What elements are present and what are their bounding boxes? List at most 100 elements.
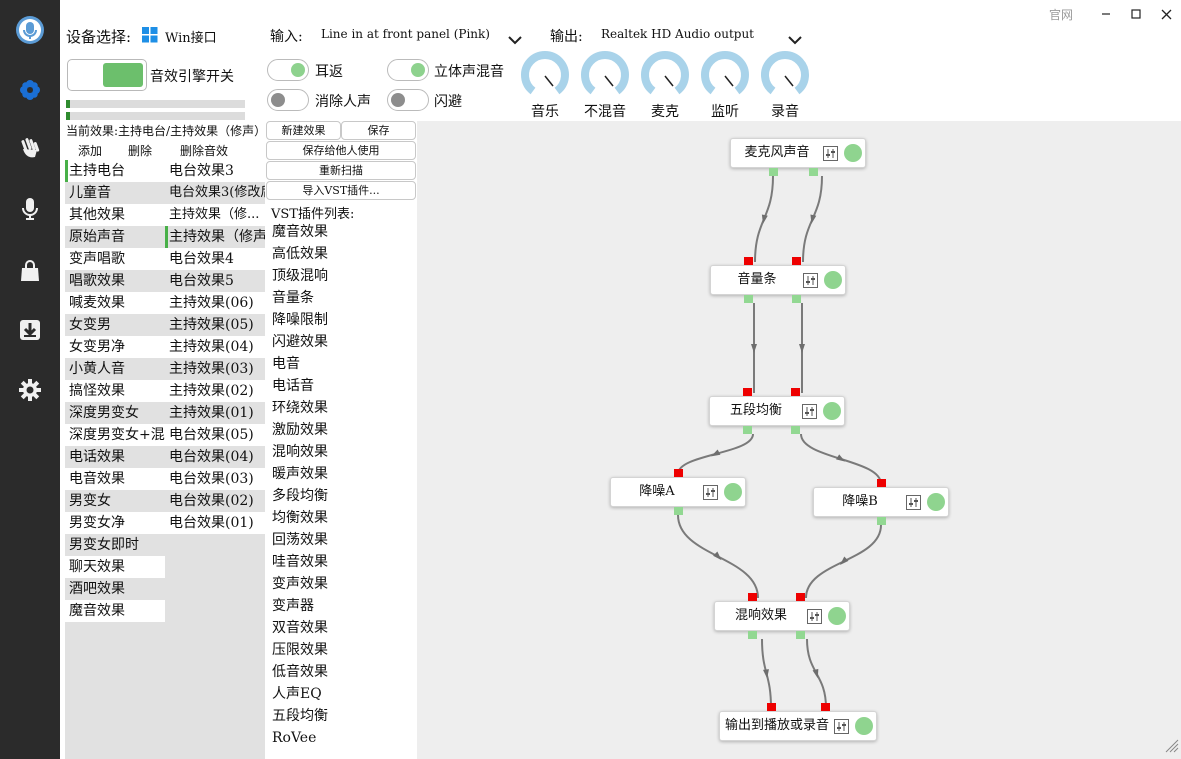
node-input-pin[interactable]: [767, 703, 776, 711]
knob-1[interactable]: [580, 50, 630, 100]
preset-item[interactable]: 电台效果(04): [165, 446, 265, 468]
category-item[interactable]: 女变男净: [65, 336, 165, 358]
node-settings-sliders-icon[interactable]: [906, 495, 921, 510]
node-enabled-indicator[interactable]: [855, 717, 873, 735]
category-item[interactable]: 男变女净: [65, 512, 165, 534]
node-output-pin[interactable]: [796, 631, 805, 639]
preset-item[interactable]: 电台效果(05): [165, 424, 265, 446]
vst-plugin-item[interactable]: 均衡效果: [272, 510, 328, 526]
vst-plugin-item[interactable]: 降噪限制: [272, 312, 328, 328]
preset-item[interactable]: 主持效果（修声）: [165, 226, 265, 248]
node-settings-sliders-icon[interactable]: [807, 609, 822, 624]
vocal-remove-toggle[interactable]: [267, 89, 309, 111]
node-settings-sliders-icon[interactable]: [802, 404, 817, 419]
category-item[interactable]: 小黄人音: [65, 358, 165, 380]
vst-plugin-item[interactable]: 闪避效果: [272, 334, 328, 350]
category-item[interactable]: 主持电台: [65, 160, 165, 182]
knob-0[interactable]: [520, 50, 570, 100]
node-input-pin[interactable]: [744, 257, 753, 265]
new-effect-button[interactable]: 新建效果: [266, 121, 341, 140]
sidebar-effects-flower-icon[interactable]: [0, 70, 60, 110]
node-input-pin[interactable]: [792, 257, 801, 265]
category-item[interactable]: 女变男: [65, 314, 165, 336]
category-item[interactable]: 唱歌效果: [65, 270, 165, 292]
input-device-select[interactable]: Line in at front panel (Pink): [321, 27, 490, 41]
engine-switch[interactable]: [67, 59, 147, 91]
category-item[interactable]: 魔音效果: [65, 600, 165, 622]
vst-plugin-item[interactable]: 低音效果: [272, 664, 328, 680]
category-item[interactable]: 原始声音: [65, 226, 165, 248]
output-device-select[interactable]: Realtek HD Audio output: [601, 27, 754, 41]
vst-plugin-item[interactable]: 顶级混响: [272, 268, 328, 284]
preset-item[interactable]: 电台效果5: [165, 270, 265, 292]
vst-plugin-item[interactable]: 高低效果: [272, 246, 328, 262]
sidebar-hand-icon[interactable]: [0, 128, 60, 168]
vst-plugin-item[interactable]: 多段均衡: [272, 488, 328, 504]
graph-node-denoise-a[interactable]: 降噪A: [610, 477, 746, 507]
sidebar-microphone-icon[interactable]: [0, 189, 60, 229]
preset-item[interactable]: 主持效果(02): [165, 380, 265, 402]
node-input-pin[interactable]: [674, 469, 683, 477]
graph-node-output[interactable]: 输出到播放或录音: [719, 711, 877, 741]
knob-4[interactable]: [760, 50, 810, 100]
input-chevron-down-icon[interactable]: [507, 30, 523, 49]
add-button[interactable]: 添加: [78, 144, 103, 158]
graph-node-mic[interactable]: 麦克风声音: [730, 138, 866, 168]
vst-plugin-item[interactable]: 混响效果: [272, 444, 328, 460]
knob-2[interactable]: [640, 50, 690, 100]
graph-node-denoise-b[interactable]: 降噪B: [813, 487, 949, 517]
node-output-pin[interactable]: [674, 507, 683, 515]
delete-button[interactable]: 删除: [128, 144, 153, 158]
rescan-button[interactable]: 重新扫描: [266, 161, 416, 180]
category-item[interactable]: 其他效果: [65, 204, 165, 226]
node-output-pin[interactable]: [743, 426, 752, 434]
vst-plugin-item[interactable]: 变声器: [272, 598, 314, 614]
node-input-pin[interactable]: [821, 703, 830, 711]
vst-plugin-item[interactable]: 环绕效果: [272, 400, 328, 416]
vst-plugin-item[interactable]: 变声效果: [272, 576, 328, 592]
node-settings-sliders-icon[interactable]: [703, 485, 718, 500]
category-item[interactable]: 搞怪效果: [65, 380, 165, 402]
preset-item[interactable]: 电台效果4: [165, 248, 265, 270]
node-enabled-indicator[interactable]: [724, 483, 742, 501]
vst-plugin-item[interactable]: 人声EQ: [272, 686, 322, 702]
preset-item[interactable]: 主持效果(06): [165, 292, 265, 314]
node-enabled-indicator[interactable]: [824, 271, 842, 289]
import-vst-button[interactable]: 导入VST插件...: [266, 181, 416, 200]
preset-item[interactable]: 主持效果(01): [165, 402, 265, 424]
graph-node-eq5[interactable]: 五段均衡: [709, 396, 845, 426]
device-select-value[interactable]: Win接口: [165, 31, 217, 46]
vst-plugin-item[interactable]: 电话音: [272, 378, 314, 394]
output-chevron-down-icon[interactable]: [787, 30, 803, 49]
vst-plugin-item[interactable]: 哇音效果: [272, 554, 328, 570]
sidebar-shop-bag-icon[interactable]: [0, 251, 60, 291]
node-input-pin[interactable]: [743, 388, 752, 396]
node-input-pin[interactable]: [748, 593, 757, 601]
delete-sound-button[interactable]: 删除音效: [180, 144, 229, 158]
vst-plugin-item[interactable]: 暖声效果: [272, 466, 328, 482]
preset-item[interactable]: 电台效果(01): [165, 512, 265, 534]
stereo-mix-toggle[interactable]: [387, 59, 429, 81]
node-output-pin[interactable]: [877, 517, 886, 525]
monitor-toggle[interactable]: [267, 59, 309, 81]
node-output-pin[interactable]: [791, 426, 800, 434]
vst-plugin-item[interactable]: 激励效果: [272, 422, 328, 438]
sidebar-download-icon[interactable]: [0, 310, 60, 350]
preset-item[interactable]: 电台效果3: [165, 160, 265, 182]
node-enabled-indicator[interactable]: [823, 402, 841, 420]
category-item[interactable]: 喊麦效果: [65, 292, 165, 314]
node-settings-sliders-icon[interactable]: [823, 146, 838, 161]
node-enabled-indicator[interactable]: [927, 493, 945, 511]
close-icon[interactable]: [1151, 4, 1181, 24]
category-item[interactable]: 聊天效果: [65, 556, 165, 578]
preset-item[interactable]: 电台效果3(修改后): [165, 182, 265, 204]
category-item[interactable]: 电音效果: [65, 468, 165, 490]
sidebar-settings-gear-icon[interactable]: [0, 370, 60, 410]
minimize-icon[interactable]: [1091, 4, 1121, 24]
node-output-pin[interactable]: [792, 295, 801, 303]
preset-item[interactable]: 电台效果(03): [165, 468, 265, 490]
category-item[interactable]: 变声唱歌: [65, 248, 165, 270]
vst-plugin-item[interactable]: RoVee: [272, 730, 317, 746]
node-enabled-indicator[interactable]: [828, 607, 846, 625]
